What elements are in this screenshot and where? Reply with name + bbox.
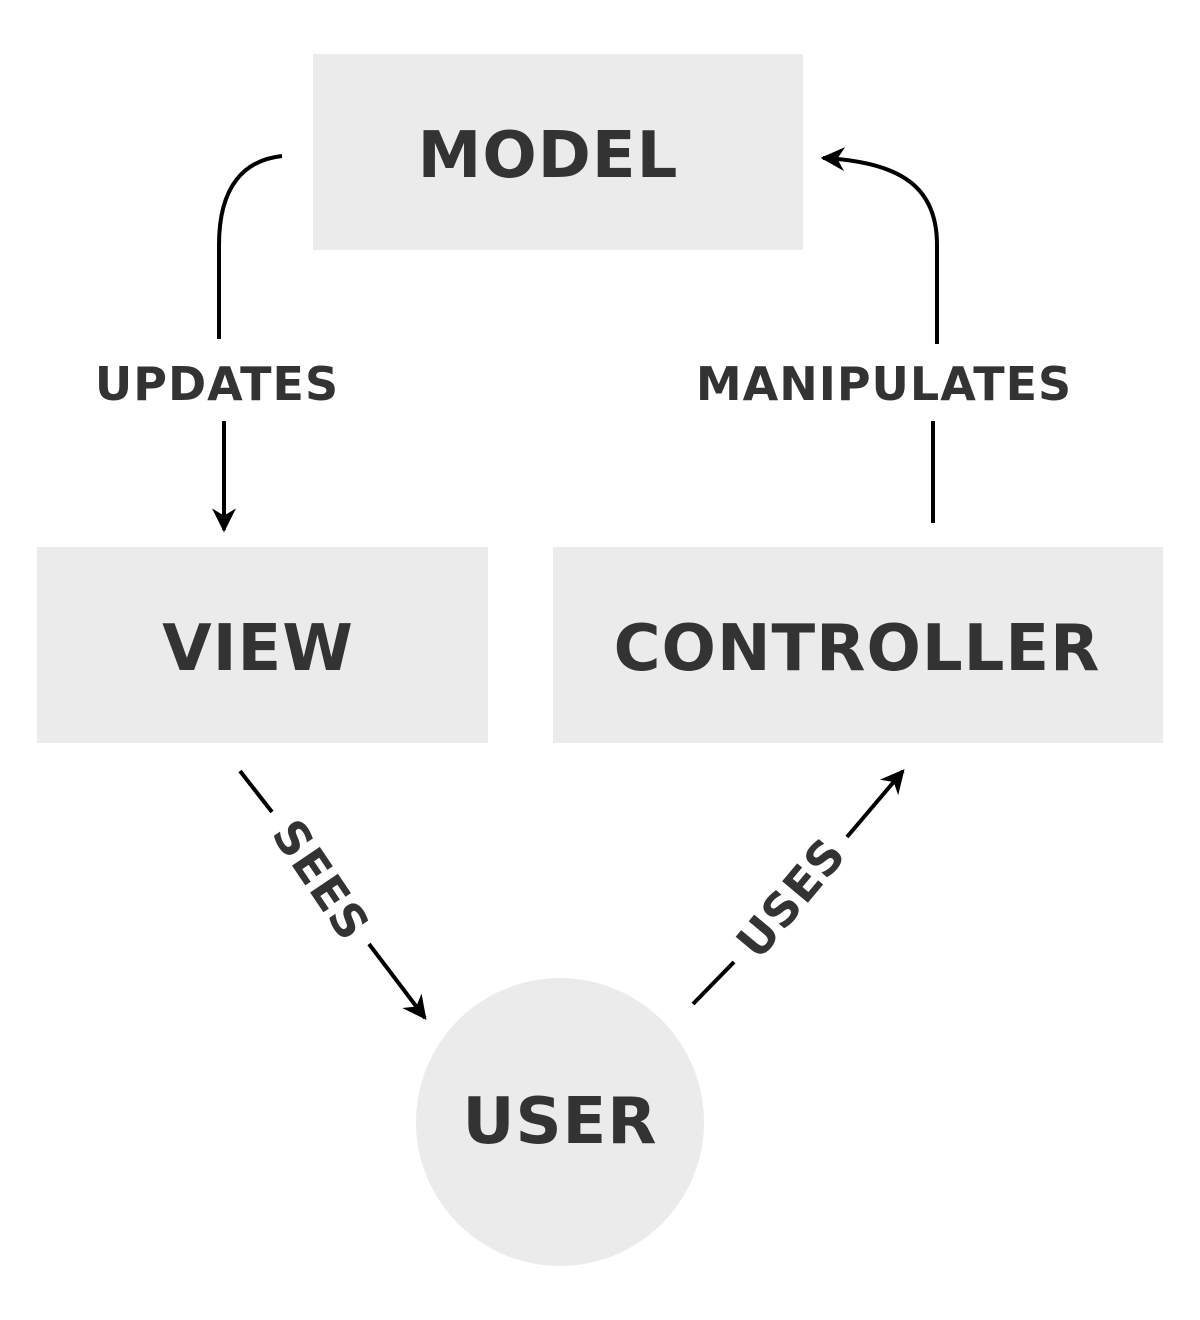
uses-connector [691,960,736,1006]
user-node: USER [416,978,704,1266]
view-node: VIEW [37,547,488,743]
uses-edge: USES [691,769,905,1006]
controller-label: CONTROLLER [614,612,1101,686]
updates-label: UPDATES [95,357,339,411]
sees-connector [238,769,274,814]
manipulates-edge: MANIPULATES [696,147,1072,523]
manipulates-label: MANIPULATES [696,357,1072,411]
uses-label: USES [726,827,857,968]
controller-node: CONTROLLER [553,547,1163,743]
user-label: USER [462,1085,657,1159]
uses-arrow [845,769,905,839]
model-node: MODEL [313,54,803,250]
updates-connector [217,154,283,339]
sees-arrow [367,942,427,1020]
view-label: VIEW [162,612,354,686]
updates-edge: UPDATES [95,154,339,533]
manipulates-arrow [820,147,939,344]
model-label: MODEL [418,119,679,193]
sees-label: SEES [261,810,380,951]
sees-edge: SEES [238,769,427,1020]
